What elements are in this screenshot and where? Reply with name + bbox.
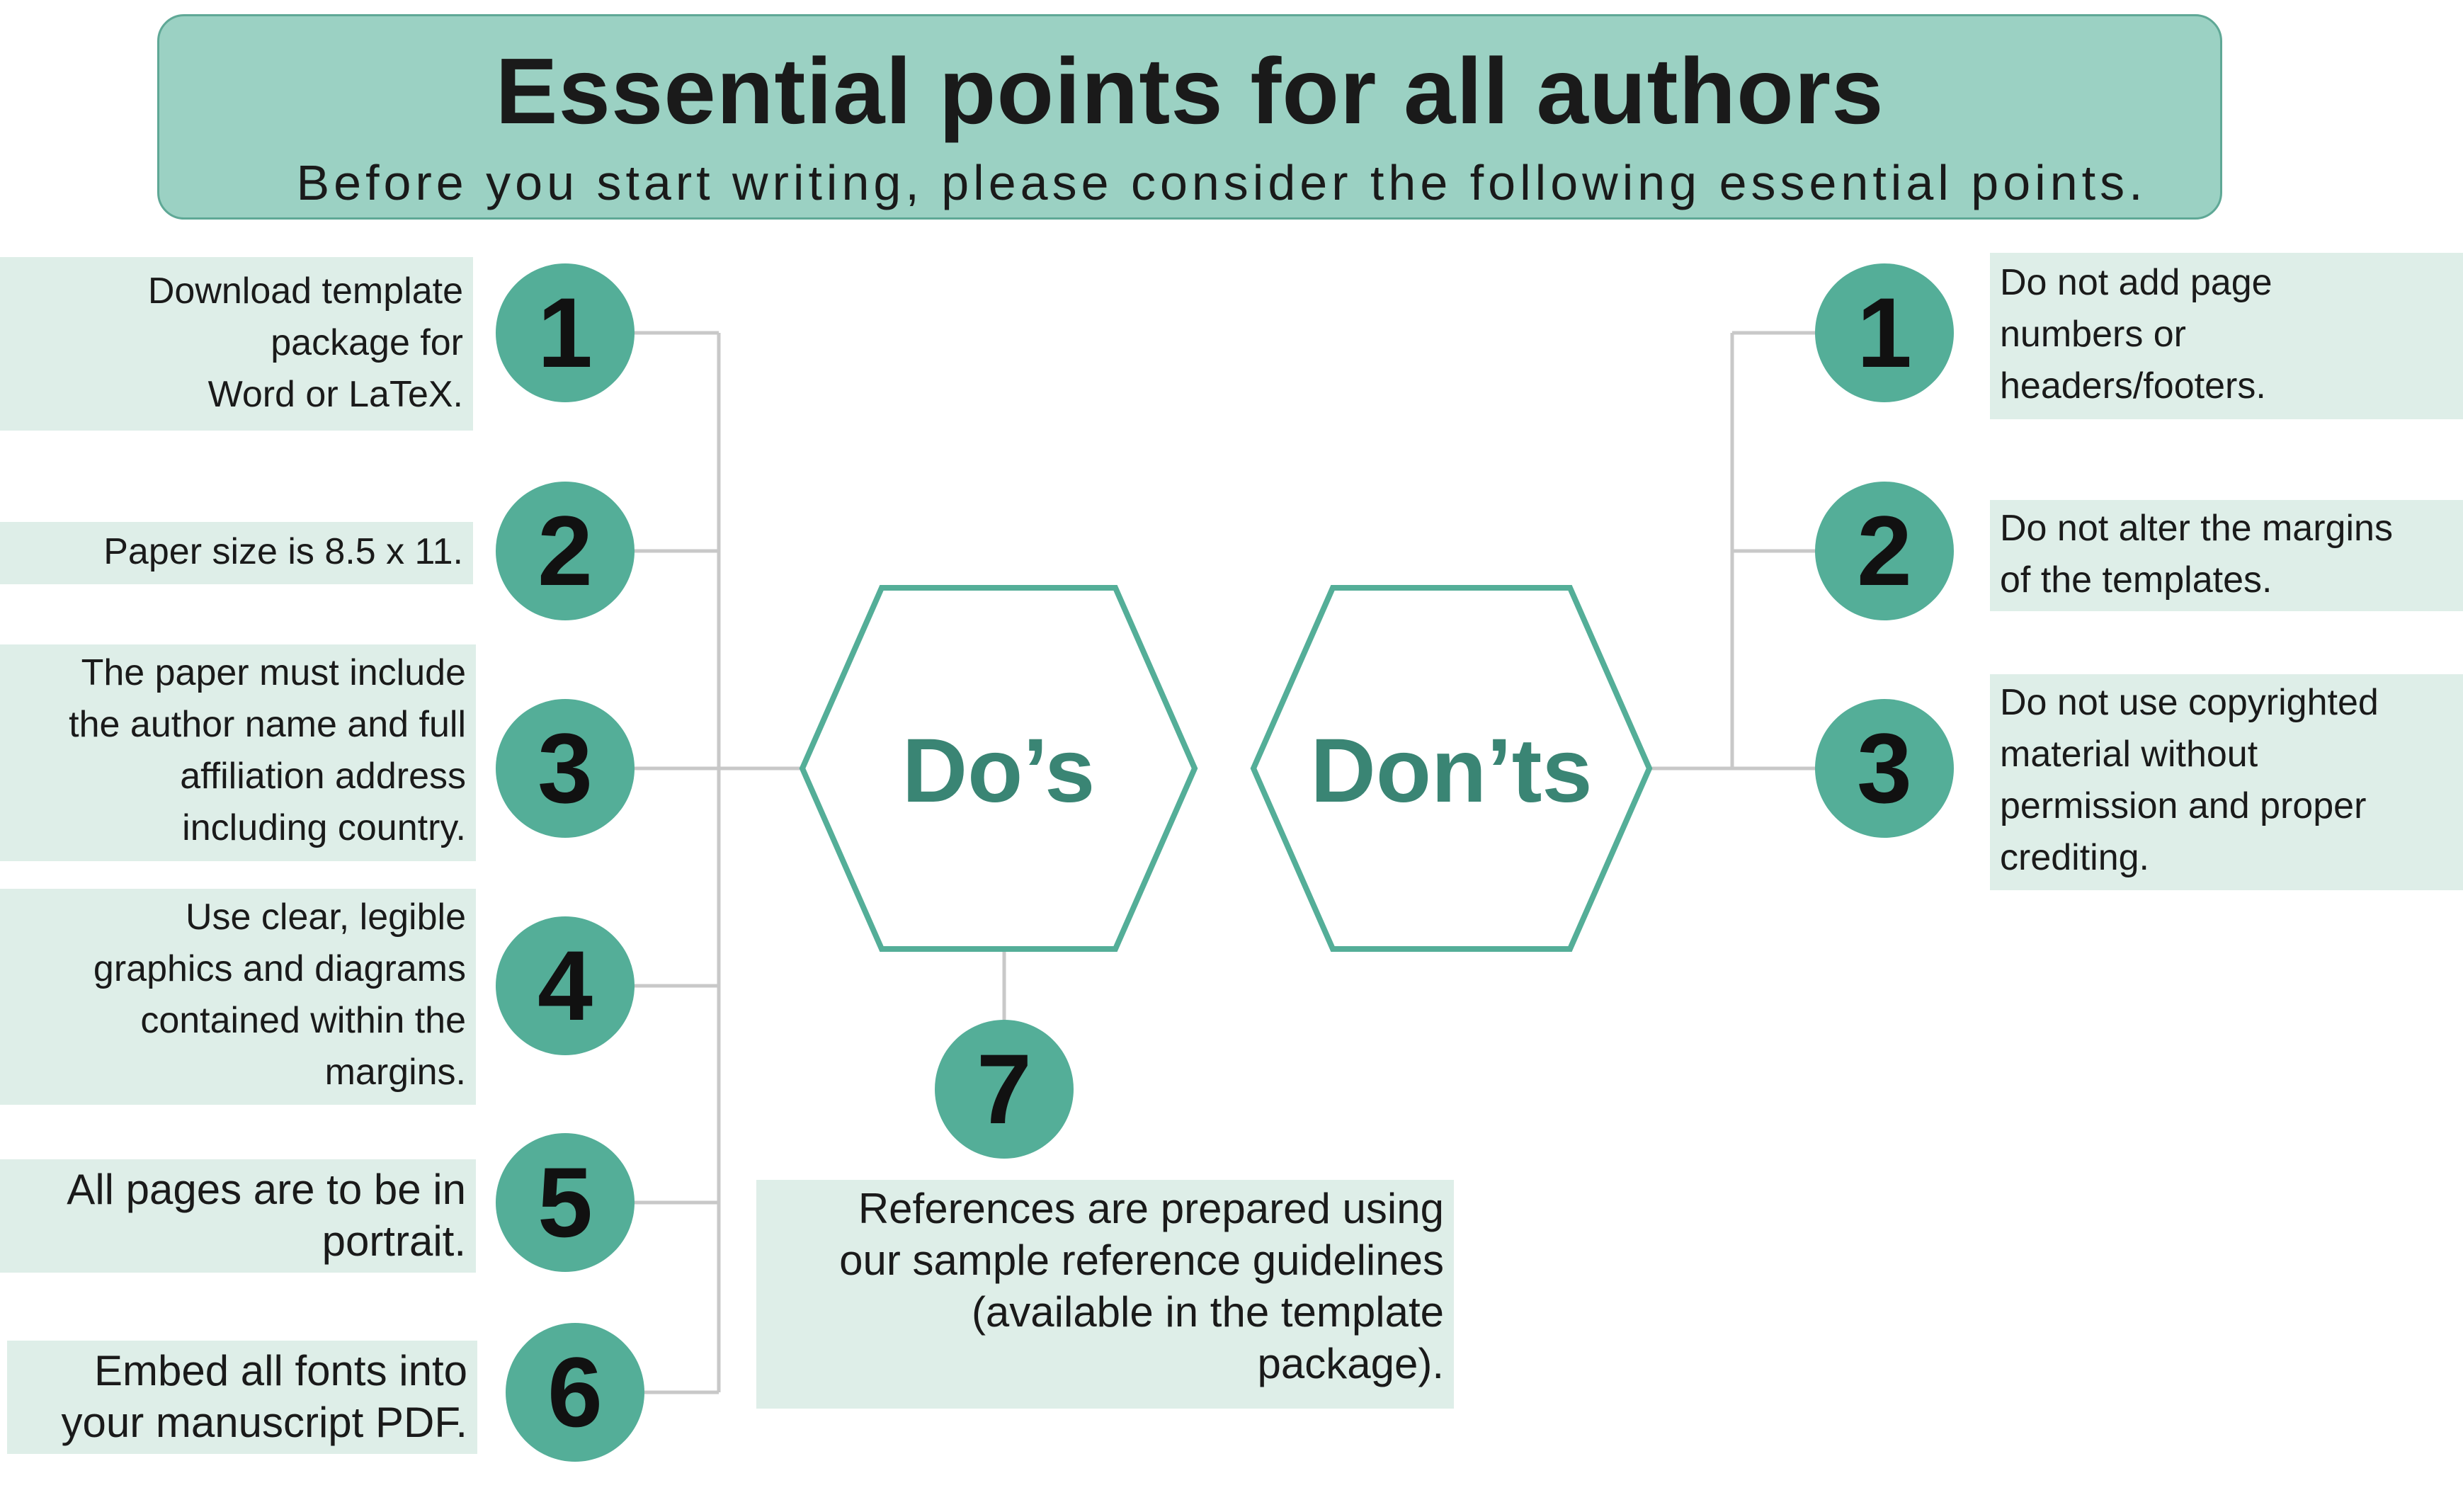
dos-item-5-box: All pages are to be in portrait. [0, 1159, 476, 1273]
header-banner: Essential points for all authors Before … [157, 14, 2222, 220]
donts-item-2-box: Do not alter the margins of the template… [1990, 500, 2463, 611]
donts-label: Don’ts [1310, 720, 1593, 822]
dos-item-6-box: Embed all fonts into your manuscript PDF… [7, 1341, 477, 1454]
dos-item-1-box: Download template package for Word or La… [0, 257, 473, 431]
donts-number-3: 3 [1815, 699, 1954, 838]
dos-hexagon [799, 585, 1198, 952]
donts-item-1-box: Do not add page numbers or headers/foote… [1990, 253, 2463, 419]
donts-hexagon [1250, 585, 1653, 952]
dos-item-5-text: All pages are to be in portrait. [67, 1166, 466, 1265]
page-title: Essential points for all authors [495, 39, 1884, 143]
dos-number-5: 5 [496, 1133, 635, 1272]
dos-label: Do’s [901, 720, 1096, 822]
dos-item-3-box: The paper must include the author name a… [0, 644, 476, 861]
page-subtitle: Before you start writing, please conside… [296, 155, 2147, 210]
dos-number-6: 6 [506, 1323, 644, 1462]
donts-item-2-text: Do not alter the margins of the template… [2000, 508, 2393, 601]
dos-item-4-box: Use clear, legible graphics and diagrams… [0, 889, 476, 1105]
dos-item-7-box: References are prepared using our sample… [756, 1180, 1454, 1409]
dos-item-2-box: Paper size is 8.5 x 11. [0, 522, 473, 584]
dos-item-4-text: Use clear, legible graphics and diagrams… [93, 897, 466, 1093]
dos-item-3-text: The paper must include the author name a… [69, 652, 466, 848]
dos-item-7-text: References are prepared using our sample… [839, 1185, 1444, 1387]
donts-item-3-box: Do not use copyrighted material without … [1990, 674, 2463, 890]
donts-number-2: 2 [1815, 482, 1954, 620]
dos-number-1: 1 [496, 263, 635, 402]
dos-number-4: 4 [496, 916, 635, 1055]
donts-number-1: 1 [1815, 263, 1954, 402]
dos-item-2-text: Paper size is 8.5 x 11. [103, 531, 463, 572]
dos-item-6-text: Embed all fonts into your manuscript PDF… [61, 1347, 467, 1446]
dos-number-3: 3 [496, 699, 635, 838]
donts-item-3-text: Do not use copyrighted material without … [2000, 682, 2379, 878]
dos-number-2: 2 [496, 482, 635, 620]
dos-item-1-text: Download template package for Word or La… [147, 271, 463, 415]
donts-item-1-text: Do not add page numbers or headers/foote… [2000, 262, 2273, 407]
dos-number-7: 7 [935, 1020, 1074, 1159]
